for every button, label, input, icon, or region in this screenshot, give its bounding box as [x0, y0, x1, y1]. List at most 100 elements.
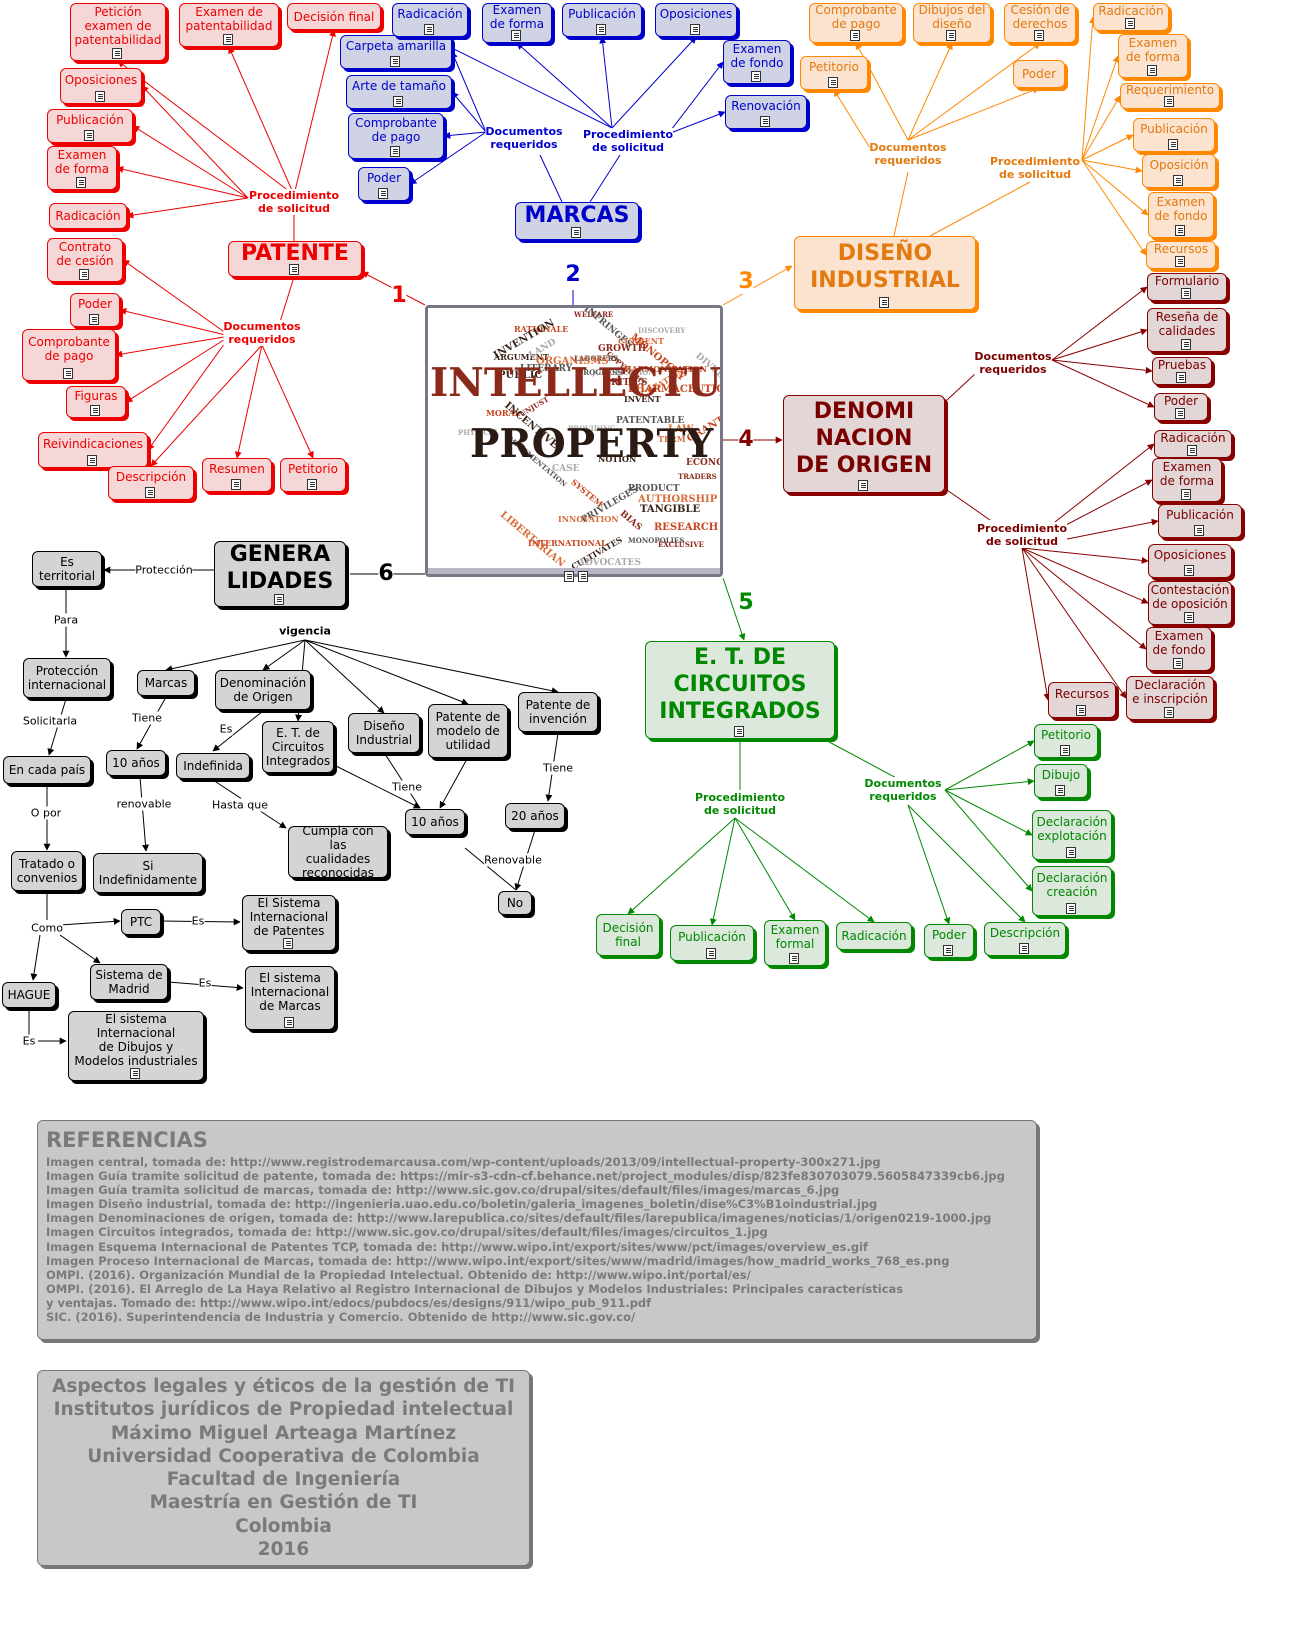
node-mar-p3[interactable]: Oposiciones	[655, 3, 737, 37]
node-gen-sindef[interactable]: Si Indefinidamente	[93, 853, 203, 893]
document-icon[interactable]	[223, 34, 233, 45]
document-icon[interactable]	[596, 24, 606, 35]
node-gen-10b[interactable]: 10 años	[405, 809, 465, 835]
node-dis-p4[interactable]: Oposición	[1142, 154, 1216, 188]
document-icon[interactable]	[390, 56, 400, 67]
document-icon[interactable]	[79, 269, 89, 280]
document-icon[interactable]	[850, 30, 860, 41]
node-cir-p2[interactable]: Examen formal	[764, 920, 826, 966]
document-icon[interactable]	[390, 146, 400, 157]
node-pat-p3[interactable]: Oposiciones	[60, 68, 142, 104]
node-gen-sistdib[interactable]: El sistema Internacional de Dibujos y Mo…	[68, 1011, 204, 1081]
document-icon[interactable]	[1194, 525, 1204, 536]
node-mar-p4[interactable]: Examen de fondo	[723, 40, 791, 84]
document-icon[interactable]	[1034, 30, 1044, 41]
node-cir-title[interactable]: E. T. DE CIRCUITOS INTEGRADOS	[645, 641, 835, 739]
document-icon[interactable]	[307, 479, 317, 490]
node-den-p7[interactable]: Recursos	[1048, 682, 1116, 718]
document-icon[interactable]	[393, 96, 403, 107]
node-den-p6[interactable]: Declaración e inscripción	[1126, 676, 1214, 720]
node-den-p3[interactable]: Oposiciones	[1148, 544, 1232, 578]
document-icon[interactable]	[571, 227, 581, 238]
document-icon[interactable]	[706, 948, 716, 959]
document-icon[interactable]	[1164, 707, 1174, 718]
node-dis-d3[interactable]: Petitorio	[800, 56, 868, 90]
node-pat-d7[interactable]: Petitorio	[280, 458, 346, 492]
document-icon[interactable]	[1147, 65, 1157, 76]
node-gen-invencion[interactable]: Patente de invención	[518, 692, 598, 732]
node-den-d0[interactable]: Formulario	[1147, 273, 1227, 301]
node-gen-10a[interactable]: 10 años	[106, 750, 166, 776]
node-den-p4[interactable]: Contestación de oposición	[1148, 581, 1232, 625]
document-icon[interactable]	[1168, 139, 1178, 150]
node-dis-d1[interactable]: Dibujos del diseño	[913, 3, 991, 43]
document-icon[interactable]	[283, 938, 293, 949]
node-dis-p5[interactable]: Examen de fondo	[1148, 192, 1214, 238]
node-cir-d2[interactable]: Declaración explotación	[1032, 810, 1112, 860]
document-icon[interactable]	[751, 71, 761, 82]
document-icon[interactable]	[943, 945, 953, 956]
node-gen-diseno[interactable]: Diseño Industrial	[348, 713, 420, 753]
document-icon[interactable]	[1066, 903, 1076, 914]
node-cir-d5[interactable]: Descripción	[984, 922, 1066, 956]
document-icon[interactable]	[84, 130, 94, 141]
document-icon[interactable]	[1184, 565, 1194, 576]
document-icon[interactable]	[858, 480, 868, 491]
document-icon[interactable]	[511, 30, 521, 41]
node-cir-d0[interactable]: Petitorio	[1034, 724, 1098, 758]
document-icon[interactable]	[89, 314, 99, 325]
document-icon[interactable]	[130, 1068, 140, 1079]
node-mar-p1[interactable]: Examen de forma	[482, 3, 552, 43]
node-pat-d3[interactable]: Figuras	[66, 386, 126, 418]
document-icon[interactable]	[231, 479, 241, 490]
document-icon[interactable]	[1060, 745, 1070, 756]
node-dis-d0[interactable]: Comprobante de pago	[809, 3, 903, 43]
node-pat-d1[interactable]: Poder	[70, 293, 120, 327]
node-den-title[interactable]: DENOMI NACION DE ORIGEN	[783, 395, 945, 493]
document-icon[interactable]	[1184, 612, 1194, 623]
node-dis-p0[interactable]: Radicación	[1093, 3, 1169, 31]
node-pat-title[interactable]: PATENTE	[228, 241, 362, 277]
document-icon[interactable]	[1066, 847, 1076, 858]
node-gen-madrid[interactable]: Sistema de Madrid	[90, 964, 168, 1000]
document-icon[interactable]	[1076, 705, 1086, 716]
node-gen-cumpla[interactable]: Cumpla con las cualidades reconocidas	[288, 824, 388, 880]
node-dis-title[interactable]: DISEÑO INDUSTRIAL	[794, 236, 976, 310]
node-pat-p1[interactable]: Examen de patentabilidad	[179, 3, 279, 47]
document-icon[interactable]	[112, 48, 122, 59]
node-pat-d0[interactable]: Contrato de cesión	[47, 238, 123, 282]
node-gen-etci[interactable]: E. T. de Circuitos Integrados	[262, 721, 334, 773]
document-icon[interactable]	[1176, 372, 1186, 383]
document-icon[interactable]	[76, 177, 86, 188]
node-dis-p1[interactable]: Examen de forma	[1118, 34, 1188, 78]
document-icon[interactable]	[1164, 96, 1174, 107]
node-den-p5[interactable]: Examen de fondo	[1146, 627, 1212, 671]
document-icon[interactable]	[828, 77, 838, 88]
node-gen-marcas[interactable]: Marcas	[137, 670, 195, 696]
node-den-d2[interactable]: Pruebas	[1152, 357, 1212, 385]
node-cir-d3[interactable]: Declaración creación	[1032, 866, 1112, 916]
node-gen-20a[interactable]: 20 años	[505, 803, 565, 829]
node-gen-no[interactable]: No	[498, 891, 532, 915]
node-pat-p4[interactable]: Publicación	[47, 109, 133, 143]
node-den-p2[interactable]: Publicación	[1158, 504, 1242, 538]
node-mar-d1[interactable]: Arte de tamaño	[346, 75, 452, 109]
node-gen-sistmar[interactable]: El sistema Internacional de Marcas	[245, 966, 335, 1030]
node-den-d3[interactable]: Poder	[1154, 393, 1208, 421]
node-pat-d5[interactable]: Descripción	[108, 466, 194, 500]
document-icon[interactable]	[1055, 785, 1065, 796]
node-dis-p2[interactable]: Requerimiento	[1120, 83, 1220, 109]
document-icon[interactable]	[564, 571, 574, 582]
document-icon[interactable]	[289, 264, 299, 275]
node-pat-p5[interactable]: Examen de forma	[47, 146, 117, 190]
document-icon[interactable]	[378, 188, 388, 199]
document-icon[interactable]	[87, 455, 97, 466]
node-gen-modelo[interactable]: Patente de modelo de utilidad	[428, 704, 508, 758]
node-mar-d3[interactable]: Poder	[358, 167, 410, 201]
node-dis-p6[interactable]: Recursos	[1146, 241, 1216, 269]
document-icon[interactable]	[1019, 943, 1029, 954]
document-icon[interactable]	[95, 91, 105, 102]
node-pat-p6[interactable]: Radicación	[49, 203, 127, 229]
document-icon[interactable]	[789, 953, 799, 964]
node-gen-ptc[interactable]: PTC	[121, 909, 161, 935]
